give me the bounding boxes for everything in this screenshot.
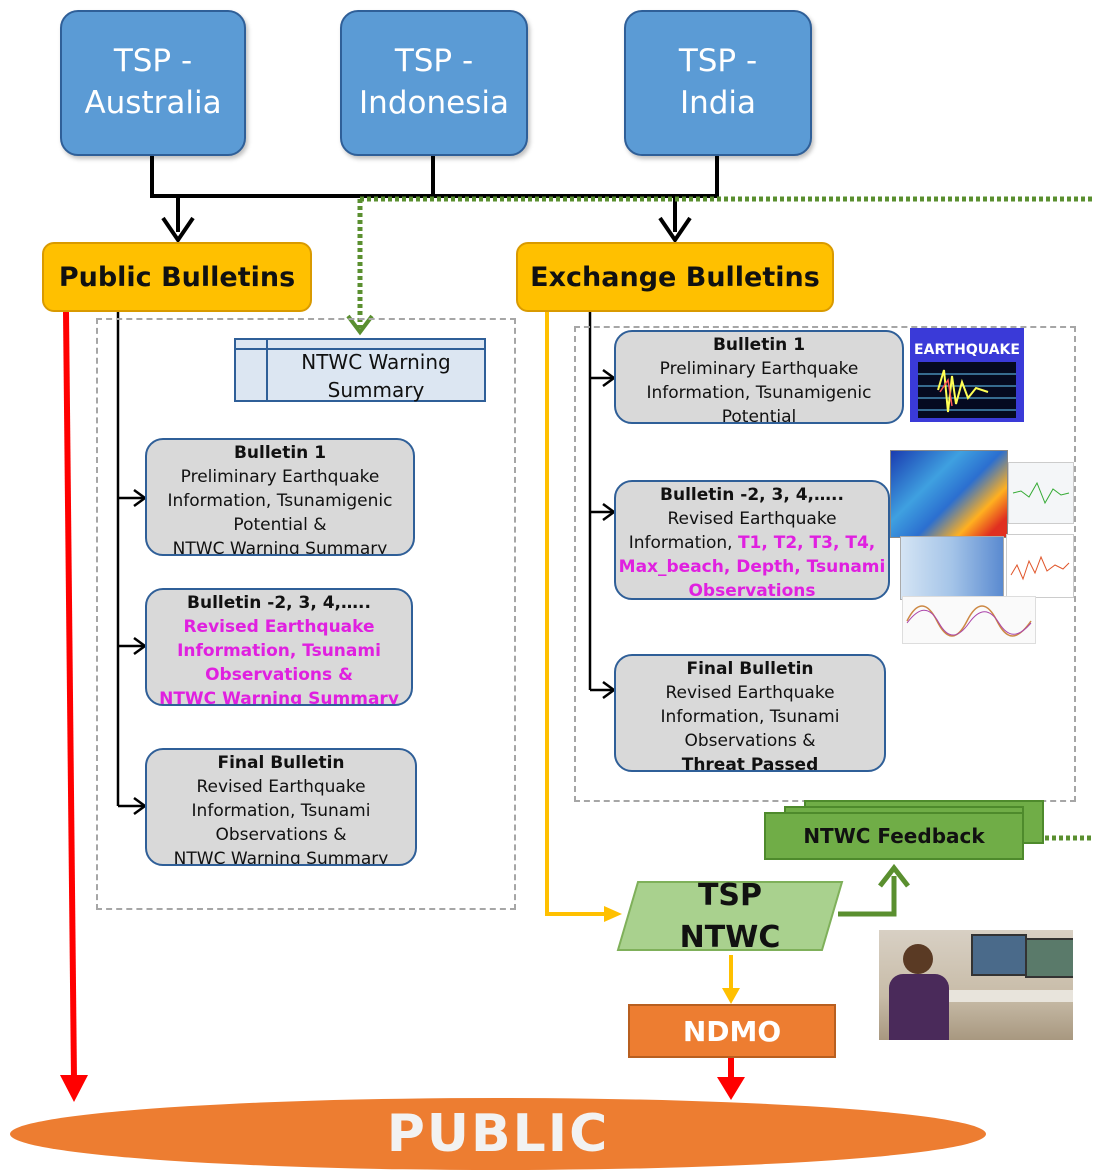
tsp-ntwc-label: TSP NTWC (640, 875, 820, 959)
ntwc-feedback-stack: NTWC Feedback (764, 800, 1044, 862)
bulletin-line: Revised Earthquake (196, 777, 366, 797)
bulletin-line: Revised Earthquake (183, 617, 375, 637)
tsp-ntwc-line2: NTWC (679, 920, 781, 955)
tsp-ntwc-line1: TSP (697, 878, 763, 913)
waveform-plot (902, 596, 1036, 644)
bulletin-line: Threat Passed (681, 755, 819, 772)
tsp-label: TSP - (394, 43, 474, 80)
monitor-icon (971, 934, 1027, 976)
bulletin-line: Potential & (233, 515, 327, 535)
yellow-arrowhead-ntwc (604, 906, 622, 922)
bulletin-line-plain: Information, (628, 533, 738, 553)
tsp-label: TSP - (113, 43, 193, 80)
green-feedback-arrowhead (878, 863, 910, 888)
bulletin-title: Bulletin 1 (233, 443, 327, 463)
red-arrowhead-left (60, 1075, 88, 1102)
bulletin-line: Information, Tsunamigenic (646, 383, 872, 403)
bulletin-line: Observations (688, 581, 816, 600)
tsunami-model-images (890, 450, 1074, 646)
exchange-bulletin-2-box: Bulletin -2, 3, 4,….. Revised Earthquake… (614, 480, 890, 600)
bulletin-line-mixed: Information, T1, T2, T3, T4, (616, 531, 888, 555)
ntwc-warning-summary-box: NTWC Warning Summary (234, 338, 486, 402)
coastal-map (900, 536, 1004, 600)
yellow-arrowhead-ndmo (722, 988, 740, 1004)
green-feedback-arrow (838, 876, 897, 917)
bulletin-line: Preliminary Earthquake (659, 359, 859, 379)
tide-gauge-plot (1008, 462, 1074, 524)
public-bulletins-title: Public Bulletins (58, 261, 296, 293)
bulletin-line: Max_beach, Depth, Tsunami (618, 557, 886, 577)
bulletin-line: NTWC Warning Summary (159, 689, 399, 706)
bulletin-line: NTWC Warning Summary (172, 539, 388, 556)
bulletin-line: Information, Tsunamigenic (167, 491, 393, 511)
observation-chart (1006, 534, 1074, 598)
exchange-bulletin-1-box: Bulletin 1 Preliminary Earthquake Inform… (614, 330, 904, 424)
tsunami-propagation-map (890, 450, 1008, 538)
earthquake-label: EARTHQUAKE (914, 342, 1020, 358)
tsp-country: Australia (84, 85, 222, 121)
ntwc-feedback-box: NTWC Feedback (764, 812, 1024, 860)
bulletin-line: Revised Earthquake (665, 683, 835, 703)
ntwc-summary-line2: Summary (327, 378, 425, 402)
tsp-indonesia-box: TSP - Indonesia (340, 10, 528, 156)
operator-workstation-photo (879, 930, 1073, 1040)
yellow-flow-line (545, 312, 733, 990)
public-final-bulletin-box: Final Bulletin Revised Earthquake Inform… (145, 748, 417, 866)
person-icon (903, 944, 933, 974)
bulletin-line: Revised Earthquake (667, 509, 837, 529)
seismogram-trace (918, 369, 1016, 413)
bulletin-line: Information, Tsunami (177, 641, 381, 661)
arrowhead-public-bulletins (161, 216, 195, 244)
tsp-label: TSP - (678, 43, 758, 80)
monitor-icon (1025, 938, 1073, 978)
arrowhead-exchange-bulletins (658, 216, 692, 244)
feedback-dotted-line (357, 196, 1094, 841)
red-arrow-line-left (63, 311, 77, 1081)
red-arrowhead-ndmo (717, 1077, 745, 1100)
tsp-australia-box: TSP - Australia (60, 10, 246, 156)
ntwc-summary-line1: NTWC Warning (301, 350, 451, 374)
person-body (889, 974, 949, 1040)
bulletin-title: Final Bulletin (686, 659, 814, 679)
bulletin-line: NTWC Warning Summary (173, 849, 389, 866)
public-tree-lines (116, 312, 145, 808)
bulletin-line: Information, Tsunami (660, 707, 840, 727)
desk (949, 990, 1073, 1002)
bulletin-title: Bulletin -2, 3, 4,….. (187, 593, 371, 613)
bulletin-line-highlight: T1, T2, T3, T4, (737, 533, 876, 553)
bulletin-line: Preliminary Earthquake (180, 467, 380, 487)
public-bulletins-container (96, 318, 516, 910)
bulletin-title: Bulletin 1 (712, 335, 806, 355)
tsp-bus-lines (150, 152, 719, 232)
public-ellipse: PUBLIC (10, 1098, 986, 1170)
exchange-final-bulletin-box: Final Bulletin Revised Earthquake Inform… (614, 654, 886, 772)
exchange-bulletins-box: Exchange Bulletins (516, 242, 834, 312)
tsp-country: India (679, 85, 757, 121)
exchange-bulletins-title: Exchange Bulletins (530, 261, 820, 293)
tsp-ntwc-shape (616, 881, 844, 951)
ntwc-feedback-label: NTWC Feedback (803, 824, 985, 848)
public-bulletin-2-box: Bulletin -2, 3, 4,….. Revised Earthquake… (145, 588, 413, 706)
bulletin-line: Observations & (684, 731, 816, 751)
ndmo-label: NDMO (682, 1014, 782, 1048)
bulletin-title: Final Bulletin (217, 753, 345, 773)
bulletin-line: Information, Tsunami (191, 801, 371, 821)
public-label: PUBLIC (386, 1104, 610, 1164)
bulletin-title: Bulletin -2, 3, 4,….. (660, 485, 844, 505)
bulletin-line: Observations & (205, 665, 353, 685)
bulletin-line: Observations & (215, 825, 347, 845)
public-bulletin-1-box: Bulletin 1 Preliminary Earthquake Inform… (145, 438, 415, 556)
feedback-arrowhead (346, 314, 374, 336)
earthquake-seismogram-image: EARTHQUAKE (910, 328, 1024, 422)
public-bulletins-box: Public Bulletins (42, 242, 312, 312)
exchange-tree-lines (588, 312, 614, 692)
tsp-country: Indonesia (359, 85, 509, 121)
bulletin-line: Potential (721, 407, 797, 424)
tsp-india-box: TSP - India (624, 10, 812, 156)
ndmo-box: NDMO (628, 1004, 836, 1058)
